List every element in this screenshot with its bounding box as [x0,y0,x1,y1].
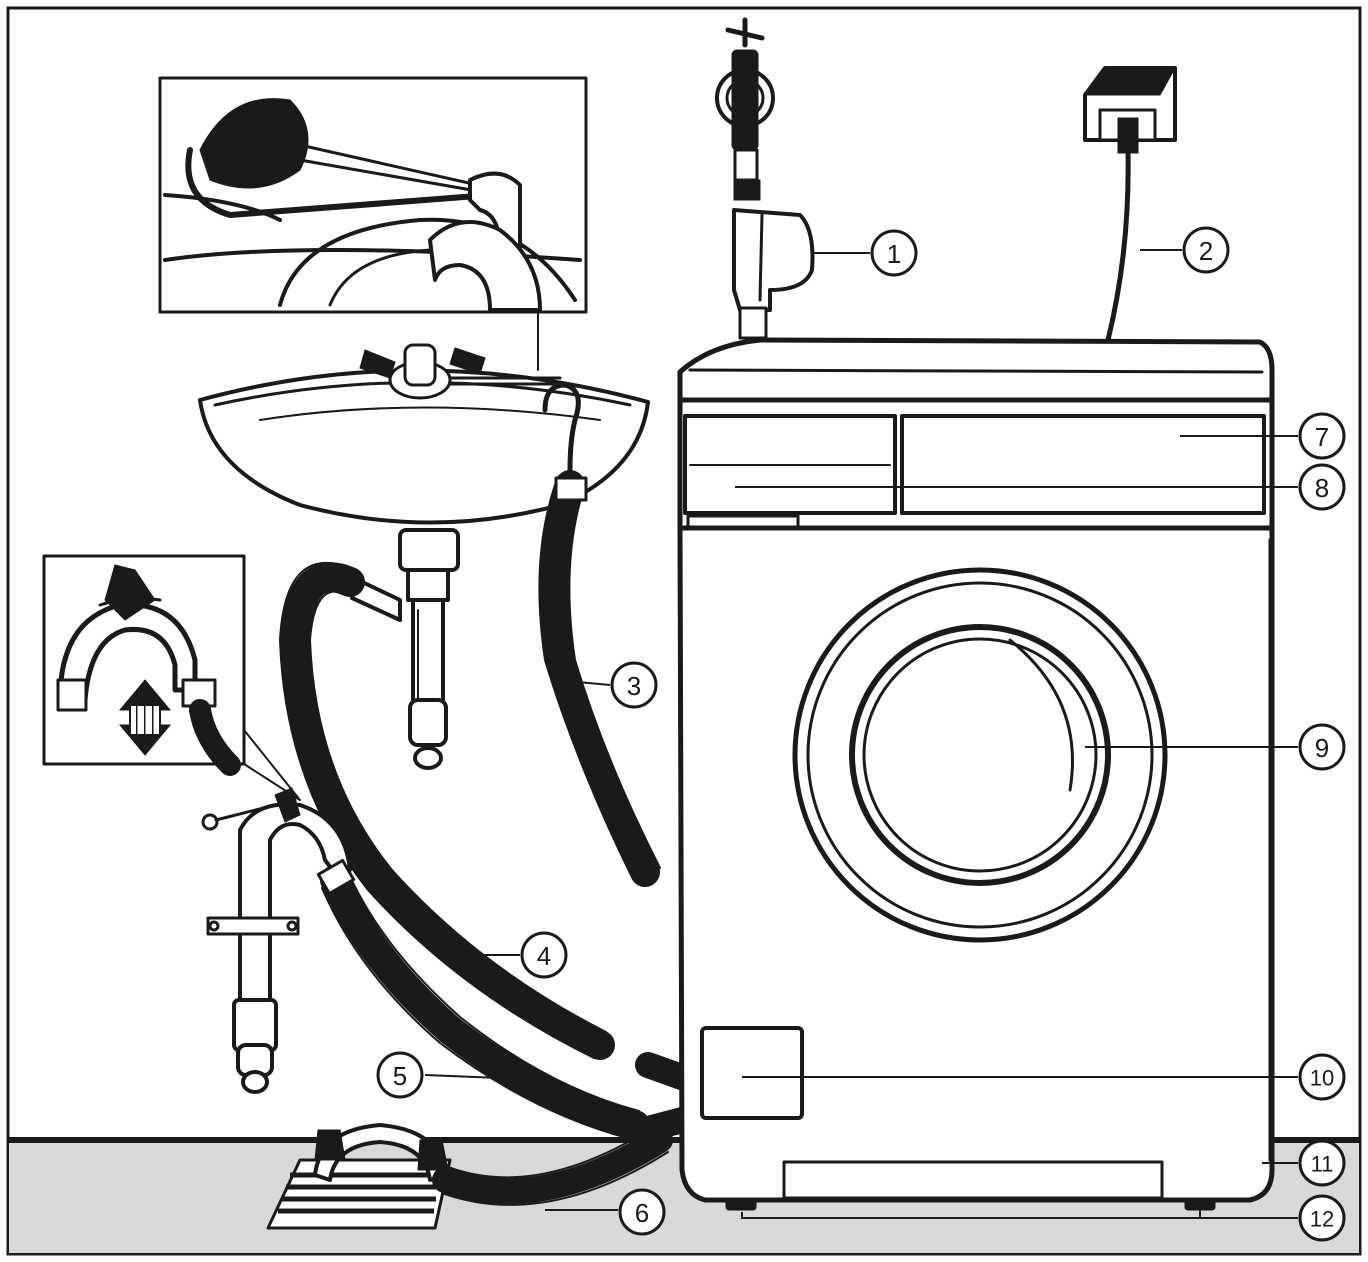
callout-2: 2 [1182,226,1230,274]
callout-2-label: 2 [1199,236,1213,266]
callout-12-label: 12 [1310,1207,1334,1232]
floor-drain [266,1123,452,1230]
callout-6-label: 6 [635,1198,649,1228]
drain-hose-to-sink-siphon [279,562,615,1060]
plinth-panel [782,1160,1164,1200]
callout-5-label: 5 [393,1061,407,1091]
drain-hose-from-sink [539,470,660,887]
sink [198,343,650,770]
control-panel [900,414,1266,515]
callout-1: 1 [870,229,918,277]
wall-siphon [201,787,352,1094]
machine-foot-right [1184,1197,1216,1211]
callout-10-label: 10 [1310,1066,1334,1091]
wall-socket [1083,66,1177,343]
callout-7: 7 [1298,412,1346,460]
callout-5: 5 [376,1051,424,1099]
service-flap [700,1026,804,1120]
callout-11: 11 [1298,1139,1346,1187]
callout-4: 4 [520,931,568,979]
callout-7-label: 7 [1315,422,1329,452]
water-tap [715,17,815,340]
callout-9-label: 9 [1315,733,1329,763]
callout-1-label: 1 [887,239,901,269]
sink-hook-detail-inset [158,76,588,371]
callout-12: 12 [1298,1194,1346,1242]
drain-hose-hook-on-sink [448,376,581,473]
hose-height-adjust-inset [42,554,301,801]
callout-8-label: 8 [1315,473,1329,503]
machine-foot-left [725,1197,757,1211]
drain-hose-to-wall-siphon [320,865,650,1140]
diagram-frame [6,6,1362,1256]
drain-hose-to-floor-drain [432,1127,673,1205]
callout-4-label: 4 [537,941,551,971]
leader-lines [424,249,1298,1219]
callout-3-label: 3 [627,671,641,701]
callout-9: 9 [1298,723,1346,771]
callout-10: 10 [1298,1053,1346,1101]
callout-6: 6 [618,1188,666,1236]
callout-8: 8 [1298,463,1346,511]
callout-3: 3 [610,661,658,709]
callout-11-label: 11 [1311,1152,1334,1177]
washing-machine [677,337,1275,1211]
